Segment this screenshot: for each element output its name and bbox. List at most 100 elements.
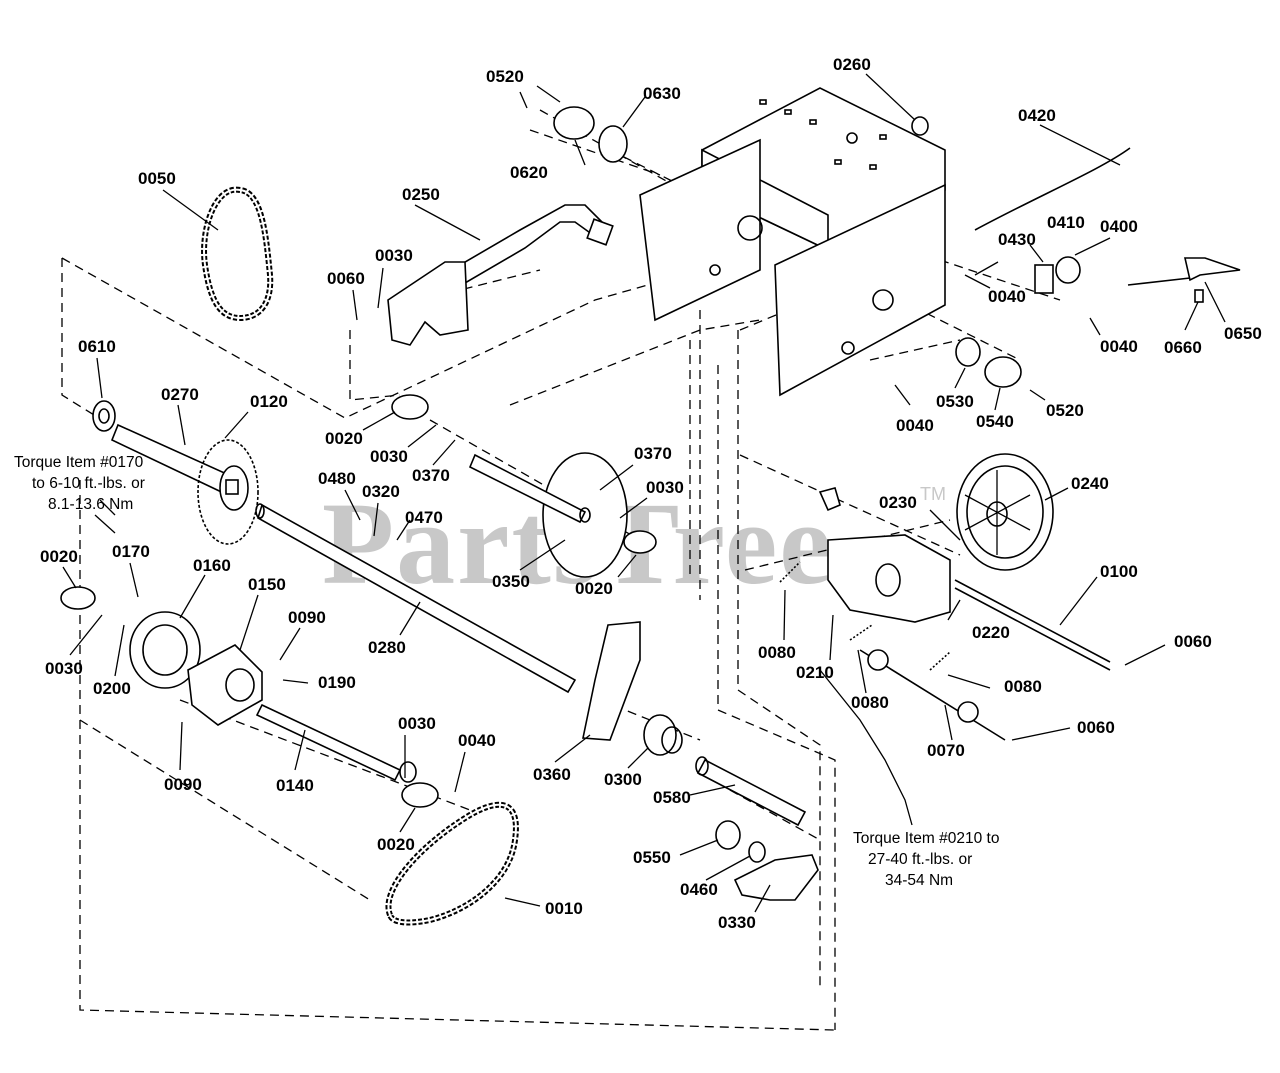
lever-0360 [582,621,641,741]
torque-note-0210-line2: 27-40 ft.-lbs. or [868,851,972,868]
label-p0520b[interactable]: 0520 [1046,401,1084,420]
label-p0150[interactable]: 0150 [248,575,286,594]
label-p0080b[interactable]: 0080 [851,693,889,712]
label-p0470[interactable]: 0470 [405,508,443,527]
label-p0610[interactable]: 0610 [78,337,116,356]
label-p0250[interactable]: 0250 [402,185,440,204]
shifter-rod-0250 [387,204,614,346]
label-p0030b[interactable]: 0030 [370,447,408,466]
label-p0020d[interactable]: 0020 [377,835,415,854]
bearing-flange-0020c [60,586,96,610]
spring-0080a [779,561,801,583]
chain-0010 [385,801,519,926]
coupler-0300 [643,714,683,756]
label-p0220[interactable]: 0220 [972,623,1010,642]
label-p0650[interactable]: 0650 [1224,324,1262,343]
label-p0520a[interactable]: 0520 [486,67,524,86]
frame-housing [639,87,946,397]
label-p0270[interactable]: 0270 [161,385,199,404]
label-p0580[interactable]: 0580 [653,788,691,807]
label-p0020a[interactable]: 0020 [325,429,363,448]
washer-0460 [748,841,766,863]
spring-0080b [849,624,873,641]
label-p0430[interactable]: 0430 [998,230,1036,249]
label-p0350[interactable]: 0350 [492,572,530,591]
label-p0300[interactable]: 0300 [604,770,642,789]
shaft-0140 [255,703,402,782]
label-p0320[interactable]: 0320 [362,482,400,501]
label-p0480[interactable]: 0480 [318,469,356,488]
label-p0420[interactable]: 0420 [1018,106,1056,125]
label-p0120[interactable]: 0120 [250,392,288,411]
label-p0630[interactable]: 0630 [643,84,681,103]
label-p0030e[interactable]: 0030 [398,714,436,733]
drive-plate-0220 [818,487,951,623]
label-p0090a[interactable]: 0090 [288,608,326,627]
label-p0280[interactable]: 0280 [368,638,406,657]
label-p0170[interactable]: 0170 [112,542,150,561]
label-p0040a[interactable]: 0040 [458,731,496,750]
label-p0660[interactable]: 0660 [1164,338,1202,357]
label-p0230[interactable]: 0230 [879,493,917,512]
label-p0160[interactable]: 0160 [193,556,231,575]
label-p0070[interactable]: 0070 [927,741,965,760]
bracket-0150 [187,644,263,726]
label-p0010[interactable]: 0010 [545,899,583,918]
bushing-0260 [911,116,929,136]
torque-note-0210-line3: 34-54 Nm [885,872,953,889]
label-p0060a[interactable]: 0060 [327,269,365,288]
bearing-flange-0540 [984,356,1022,388]
label-p0050[interactable]: 0050 [138,169,176,188]
label-p0360[interactable]: 0360 [533,765,571,784]
label-p0330[interactable]: 0330 [718,913,756,932]
label-p0190[interactable]: 0190 [318,673,356,692]
pulley-0240 [956,453,1054,571]
hex-shaft-0280 [257,503,577,694]
label-p0060b[interactable]: 0060 [1174,632,1212,651]
part-labels: 0520 0630 0620 0260 0420 0050 0250 0030 … [40,55,1262,932]
bracket-0330 [733,854,819,901]
label-p0030c[interactable]: 0030 [646,478,684,497]
label-p0030a[interactable]: 0030 [375,246,413,265]
label-p0200[interactable]: 0200 [93,679,131,698]
label-p0240[interactable]: 0240 [1071,474,1109,493]
hub-0160 [129,611,201,689]
label-p0100[interactable]: 0100 [1100,562,1138,581]
leader-lines [62,73,1226,913]
cable-0420 [974,147,1131,231]
torque-note-0210-line1: Torque Item #0210 to [853,830,1000,847]
label-p0060c[interactable]: 0060 [1077,718,1115,737]
label-p0620[interactable]: 0620 [510,163,548,182]
label-p0140[interactable]: 0140 [276,776,314,795]
bearing-flange-0020b [623,530,657,554]
rod-0070 [859,649,1006,741]
label-p0550[interactable]: 0550 [633,848,671,867]
shift-lever-0650 [1127,257,1241,303]
label-p0370a[interactable]: 0370 [412,466,450,485]
label-p0080c[interactable]: 0080 [1004,677,1042,696]
label-p0400[interactable]: 0400 [1100,217,1138,236]
label-p0260[interactable]: 0260 [833,55,871,74]
label-p0530[interactable]: 0530 [936,392,974,411]
label-p0020c[interactable]: 0020 [40,547,78,566]
label-p0040d[interactable]: 0040 [896,416,934,435]
label-p0080a[interactable]: 0080 [758,643,796,662]
label-p0090b[interactable]: 0090 [164,775,202,794]
torque-note-0170-line2: to 6-10 ft.-lbs. or [32,475,145,492]
watermark-trademark: TM [920,484,946,504]
label-p0210[interactable]: 0210 [796,663,834,682]
label-p0410[interactable]: 0410 [1047,213,1085,232]
label-p0020b[interactable]: 0020 [575,579,613,598]
chain-0050 [201,186,274,322]
label-p0460[interactable]: 0460 [680,880,718,899]
label-p0040c[interactable]: 0040 [1100,337,1138,356]
friction-disc-0350 [468,452,628,578]
label-p0040b[interactable]: 0040 [988,287,1026,306]
bearing-flange-0020d [401,782,439,808]
label-p0540[interactable]: 0540 [976,412,1014,431]
label-p0370b[interactable]: 0370 [634,444,672,463]
label-p0030d[interactable]: 0030 [45,659,83,678]
washer-0610 [92,400,116,432]
